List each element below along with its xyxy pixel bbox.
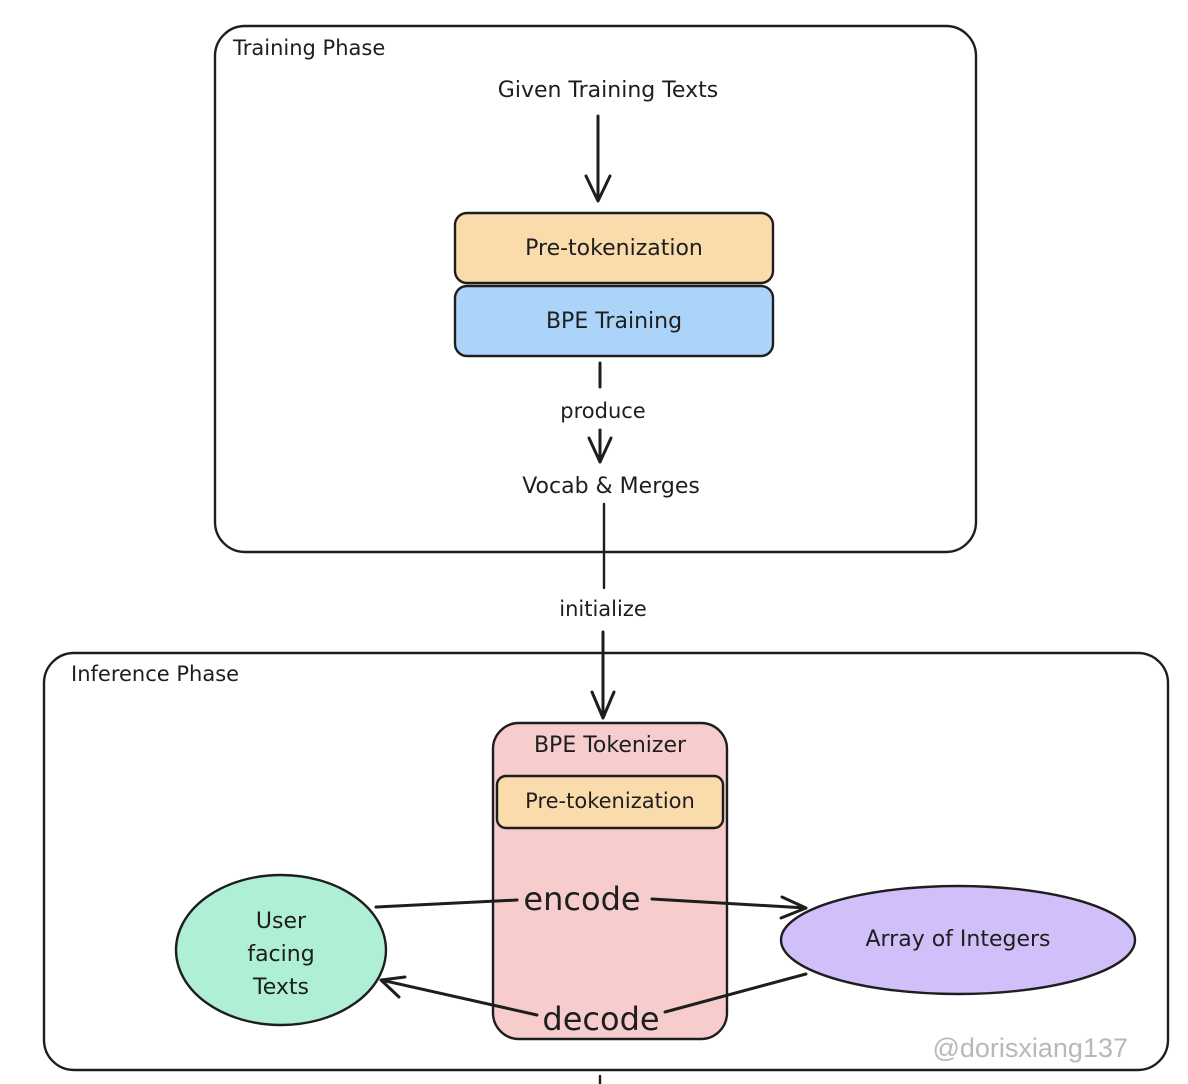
arrow-produce-to-vocab	[587, 428, 613, 464]
inference-phase-title: Inference Phase	[71, 662, 239, 686]
user-texts-line-3: Texts	[252, 975, 309, 1000]
decode-line-right	[663, 972, 808, 1014]
training-pretokenization-box	[453, 211, 775, 285]
training-pretokenization-label: Pre-tokenization	[525, 236, 703, 261]
inference-phase-frame	[42, 651, 1170, 1072]
bpe-tokenizer-label: BPE Tokenizer	[534, 733, 687, 758]
encode-line-left	[374, 898, 519, 909]
training-phase-title: Training Phase	[232, 36, 385, 60]
inference-pretokenization-label: Pre-tokenization	[525, 789, 695, 813]
arrow-input-to-pretokenization	[584, 114, 612, 203]
decode-arrow-left	[379, 975, 539, 1017]
encode-label: encode	[523, 880, 640, 918]
user-texts-node	[174, 873, 388, 1027]
produce-label: produce	[560, 399, 645, 423]
user-texts-line-2: facing	[247, 942, 314, 967]
user-texts-line-1: User	[256, 909, 307, 934]
decode-label: decode	[542, 1000, 659, 1038]
inference-pretokenization-box	[495, 774, 725, 830]
initialize-label: initialize	[559, 597, 647, 621]
training-input-label: Given Training Texts	[498, 78, 718, 103]
arrow-initialize-to-tokenizer	[590, 630, 616, 720]
training-phase-frame	[213, 24, 978, 554]
encode-arrow-right	[650, 895, 808, 920]
vocab-merges-label: Vocab & Merges	[522, 474, 700, 499]
bpe-training-box	[453, 284, 775, 358]
integers-label: Array of Integers	[865, 927, 1050, 952]
integers-node	[779, 884, 1137, 996]
bpe-training-label: BPE Training	[546, 309, 682, 334]
watermark: @dorisxiang137	[932, 1033, 1128, 1063]
